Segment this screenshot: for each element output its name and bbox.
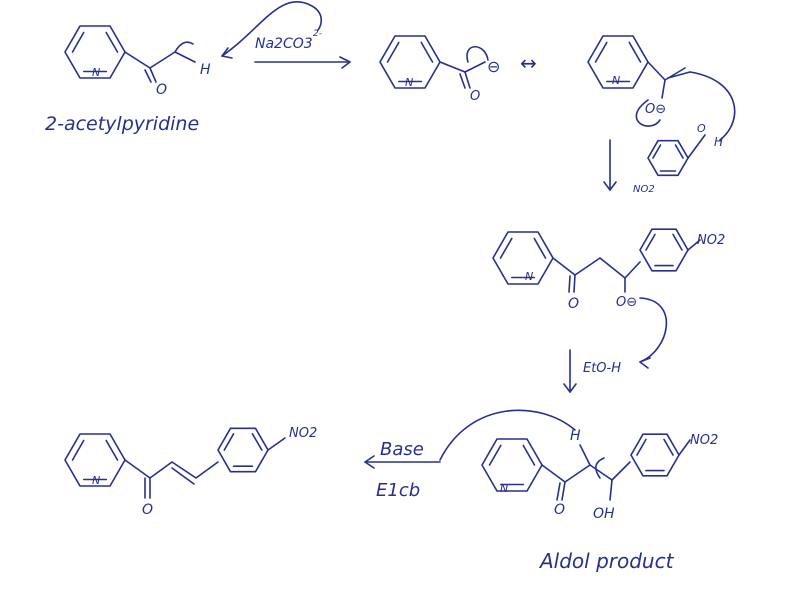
base-attack-arrow [221,0,322,57]
carbonyl-bond [561,481,566,501]
co-bond [661,79,666,99]
attack-arrow [689,71,736,141]
resonance-arrow [466,45,489,63]
hydroxyl-group: OH [593,506,615,522]
atom-o: O [697,122,706,135]
enone-chain [124,459,219,479]
double-bond [645,233,656,251]
electron-arrow [635,99,661,127]
aldol-chain [541,461,631,483]
arrowhead [603,181,617,191]
alkoxide-oxygen: O⊖ [616,295,637,310]
aldehyde-bond [687,134,706,159]
double-bond [636,438,647,456]
pyridine-ring [379,35,441,89]
nitro-group: NO2 [697,233,725,248]
arrowhead [364,455,375,469]
ethanol-reagent: EtO-H [583,361,621,376]
nitrophenyl-ring [217,427,269,473]
carbonyl-bond [464,71,471,89]
atom-h: H [714,135,723,149]
carbonyl-bond [459,73,466,89]
base-reagent: Na2CO3 [255,36,313,52]
atom-h: H [570,428,581,444]
carbonyl-bond [573,274,576,293]
enolate-oxygen: O⊖ [645,102,666,117]
elimination-arrow [595,457,605,479]
nitrophenyl-ring [639,228,689,272]
double-bond [533,237,547,259]
atom-n: N [500,482,508,495]
double-bond [652,144,662,159]
double-bond [488,444,502,466]
elimination-mechanism: E1cb [376,480,420,501]
pyridine-ring [64,25,126,79]
atom-o: O [142,502,153,518]
double-bond [71,439,85,461]
arrowhead [221,47,233,59]
atom-o: O [470,89,480,104]
nitro-group: NO2 [289,426,317,441]
double-bond [672,233,683,251]
nitrophenyl-ring [630,433,680,477]
double-bond [71,31,85,53]
atom-n: N [525,270,533,283]
pyridine-ring [587,35,649,89]
nitro-group: NO2 [690,433,718,448]
double-bond [105,31,119,53]
double-bond [663,438,674,456]
enolate-chain [647,61,686,81]
atom-n: N [92,66,100,79]
carbonyl-bond [556,482,561,501]
start-material-label: 2-acetylpyridine [45,113,199,135]
alkene-bond [667,71,691,79]
atom-o: O [156,82,167,98]
carbonyl-bond [568,275,571,293]
arrowhead [339,56,351,69]
carbanion-charge: ⊖ [487,57,500,76]
double-bond [499,237,513,259]
nitro-bond [678,439,691,456]
aldol-product-label: Aldol product [538,549,675,573]
c-oh-bond [609,479,613,501]
double-bond [628,41,642,63]
atom-n: N [92,474,100,487]
double-bond [420,41,434,63]
deprotonation-arrow [174,41,194,53]
protonation-arrow [639,297,668,363]
atom-o: O [554,502,565,518]
alkene-bond [171,467,195,485]
carbonyl-bond [149,67,157,83]
pyridine-ring [481,438,543,492]
carbonyl-bond [144,69,152,83]
pyridine-ring [64,433,126,487]
double-bond [594,41,608,63]
elimination-base: Base [380,439,424,460]
arrowhead [639,357,651,369]
aldol-chain [552,257,641,279]
double-bond [223,432,235,451]
acetyl-chain [124,51,196,69]
carbonyl-chain [439,61,486,73]
resonance-arrow: ↔ [520,51,537,75]
atom-h: H [200,62,211,78]
double-bond [386,41,400,63]
atom-n: N [612,74,620,87]
arrowhead [563,383,577,393]
atom-n: N [405,76,413,89]
nitrobenzaldehyde-ring [647,139,689,177]
deprotonation-arrow [439,409,576,461]
nitro-bond [267,437,286,451]
double-bond [674,144,684,159]
base-charge: 2- [313,29,322,39]
double-bond [105,439,119,461]
pyridine-ring [492,231,554,285]
double-bond [522,444,536,466]
atom-o: O [568,296,579,312]
double-bond [251,432,263,451]
c-h-bond [579,444,591,466]
nitro-bond [687,239,701,251]
nitro-group: NO2 [633,184,655,195]
